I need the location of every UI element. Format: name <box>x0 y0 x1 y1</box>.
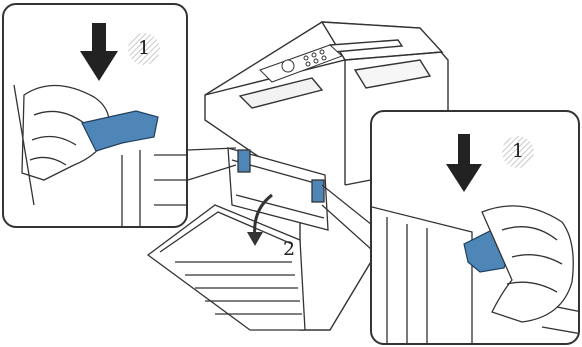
down-arrow-icon <box>80 23 118 81</box>
right-detail-inset: 1 <box>370 110 580 345</box>
left-inset-drawing <box>4 5 188 228</box>
step-2-label: 2 <box>283 240 295 259</box>
step-1-label: 1 <box>512 142 524 161</box>
right-inset-drawing <box>372 112 580 345</box>
step-1-label: 1 <box>138 39 150 58</box>
down-arrow-icon <box>446 134 482 192</box>
left-detail-inset: 1 <box>2 3 188 228</box>
